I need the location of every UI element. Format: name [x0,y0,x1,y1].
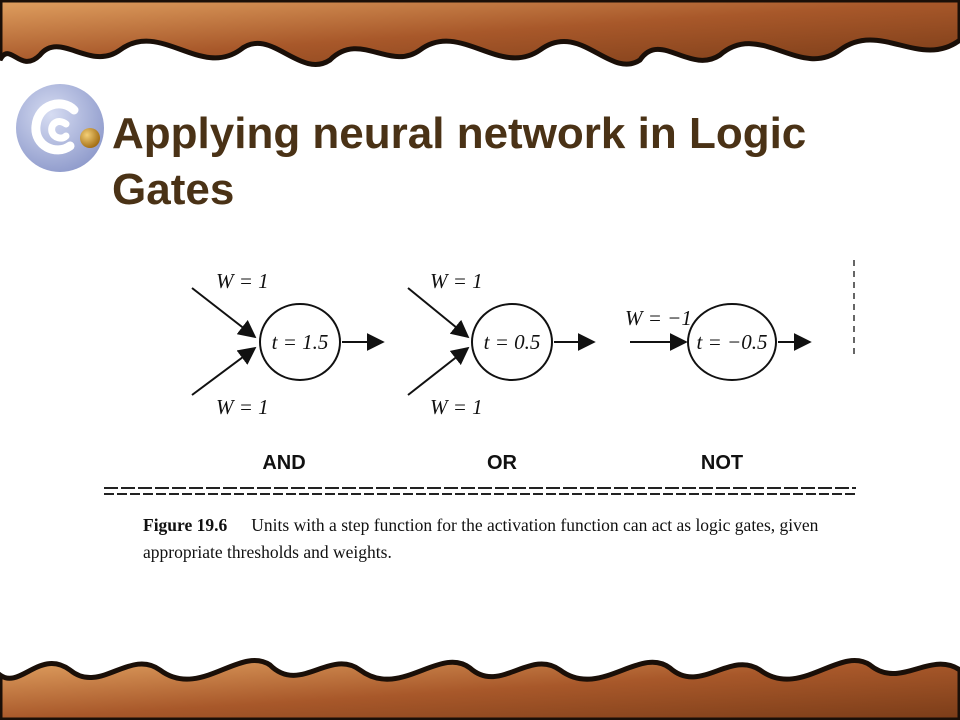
or-neuron [471,303,553,381]
not-weight: W = −1 [625,306,692,330]
not-threshold: t = −0.5 [697,330,768,354]
or-weight-top: W = 1 [430,269,483,293]
not-label: NOT [701,452,743,474]
or-weight-bottom: W = 1 [430,395,483,419]
figure-number: Figure 19.6 [143,515,228,535]
and-input-arrow-bottom [191,346,257,396]
and-neuron [259,303,341,381]
decorative-top-border [0,0,960,67]
or-gate: W = 1 t = 0.5 W = 1 OR [407,269,596,474]
logic-gates-figure: W = 1 t = 1.5 W = 1 AND W = 1 t = 0.5 W … [104,260,856,495]
and-gate: W = 1 t = 1.5 W = 1 AND [191,269,385,474]
not-gate: W = −1 t = −0.5 NOT [625,303,812,474]
and-weight-bottom: W = 1 [216,395,269,419]
not-neuron [687,303,777,381]
slide-title: Applying neural network in Logic Gates [112,109,807,214]
caption-text: Units with a step function for the activ… [143,515,819,562]
or-label: OR [487,452,518,474]
and-weight-top: W = 1 [216,269,269,293]
or-input-arrow-bottom [407,346,470,396]
or-input-arrow-top [407,287,470,339]
swirl-bullet-icon [16,84,104,172]
and-input-arrow-top [191,287,257,339]
decorative-bottom-border [0,658,960,720]
and-threshold: t = 1.5 [272,330,329,354]
and-label: AND [262,452,305,474]
or-threshold: t = 0.5 [484,330,541,354]
